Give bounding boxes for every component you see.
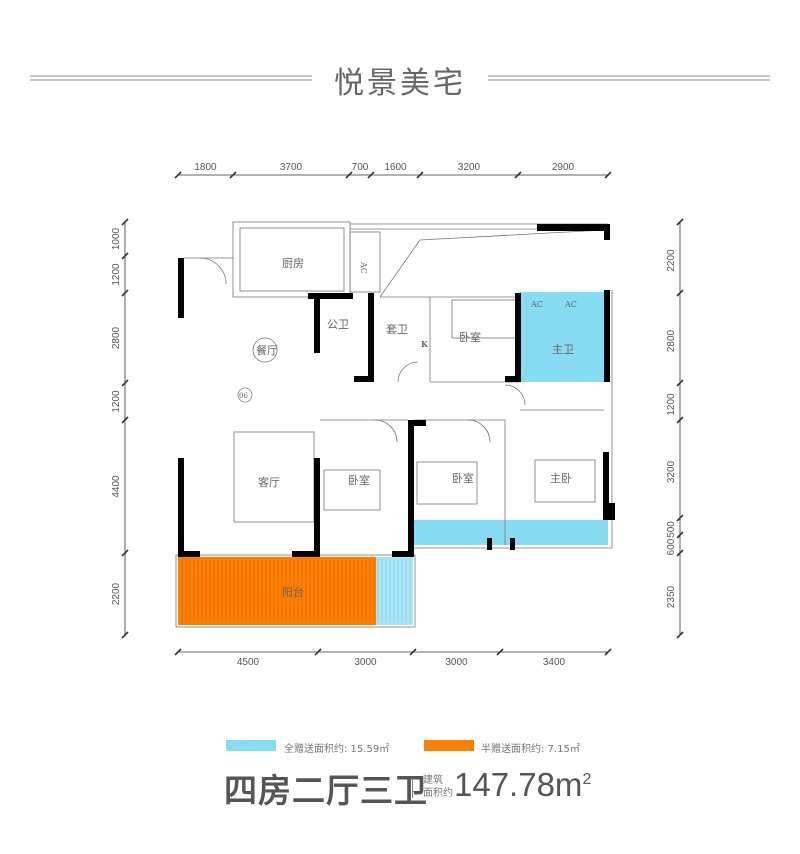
page-title: 悦景美宅 [334,66,466,101]
dimension-tick [676,631,684,639]
room-label-public-bath: 公卫 [327,318,349,331]
legend-full-label: 全赠送面积约: 15.59㎡ [284,744,390,755]
area-label-line2: 面积约 [423,788,453,799]
layout-title: 四房二厅三卫 [224,771,428,810]
dimension-label: 700 [352,162,369,173]
dimension-label: 2900 [552,162,575,173]
room-label-balcony: 阳台 [282,585,304,599]
dimension-tick [121,379,129,387]
dimension-label: 500 [666,521,677,538]
dimension-tick [367,171,375,179]
dimension-tick [121,252,129,260]
dimension-tick [676,289,684,297]
dimension-tick [416,171,424,179]
ac-label: AC [530,300,543,309]
dimension-tick [121,549,129,557]
dimension-label: 600 [666,538,677,555]
dimension-label: 1600 [384,162,407,173]
legend-swatch-half [424,740,474,751]
legend-half-label: 半赠送面积约: 7.15㎡ [481,744,580,755]
room-label-suite-bath: 套卫 [386,323,408,336]
walls [178,224,615,557]
k-label: K [421,339,429,349]
dimension-label: 1000 [111,227,122,250]
area-label: 建筑 面积约 [423,774,453,800]
dimension-label: 4500 [237,657,260,668]
dimension-tick [496,648,504,656]
dimension-tick [121,218,129,226]
dimension-tick [345,171,353,179]
master-bath-area [519,292,604,382]
dimension-tick [514,171,522,179]
dimension-tick [314,648,322,656]
dimension-label: 1200 [111,263,122,286]
dimension-label: 2800 [111,326,122,349]
dimension-label: 1200 [666,393,677,416]
room-label-dining: 餐厅 [256,343,278,357]
room-label-kitchen: 厨房 [282,257,304,270]
dimension-label: 2800 [666,329,677,352]
title-rules [30,75,770,81]
room-label-bedroom-left: 卧室 [348,473,370,487]
room-label-master-bedroom: 主卧 [550,472,572,485]
room-label-living: 客厅 [258,475,280,489]
dimension-tick [676,549,684,557]
dimension-tick [676,218,684,226]
room-label-bedroom-mid: 卧室 [452,471,474,485]
dimension-label: 3700 [280,162,303,173]
dimension-tick [409,648,417,656]
unit-number: 06 [239,392,248,400]
dimension-label: 3000 [354,657,377,668]
dimension-tick [676,379,684,387]
dimension-label: 3000 [445,657,468,668]
dimension-label: 3200 [666,460,677,483]
area-number: 147.78m [454,766,583,803]
legend-swatch-full [226,740,276,751]
dimension-label: 2200 [111,582,122,605]
dimension-tick [121,631,129,639]
dimension-tick [121,289,129,297]
room-label-master-bath: 主卫 [552,343,574,356]
area-unit: 2 [582,771,592,788]
balcony-full-area [376,557,413,625]
dimension-tick [174,648,182,656]
dimension-tick [676,416,684,424]
dimension-label: 2200 [666,249,677,272]
dimension-tick [676,531,684,539]
dimension-tick [676,514,684,522]
dimension-label: 2350 [666,585,677,608]
dimension-label: 1200 [111,390,122,413]
dimension-tick [121,416,129,424]
ac-label: AC [564,300,577,309]
dimension-label: 3200 [458,162,481,173]
dimension-label: 4400 [111,475,122,498]
divider [412,778,413,798]
area-value: 147.78m2 [454,766,591,804]
dimension-label: 1800 [194,162,217,173]
dimension-tick [229,171,237,179]
dimension-tick [604,648,612,656]
dimension-lines [121,171,684,656]
area-label-line1: 建筑 [423,775,443,786]
dimension-label: 3400 [543,657,566,668]
dimension-tick [604,171,612,179]
balcony-half-area [178,557,376,625]
room-label-bedroom-top: 卧室 [459,330,481,344]
ac-label: AC [359,261,368,274]
dimension-tick [174,171,182,179]
